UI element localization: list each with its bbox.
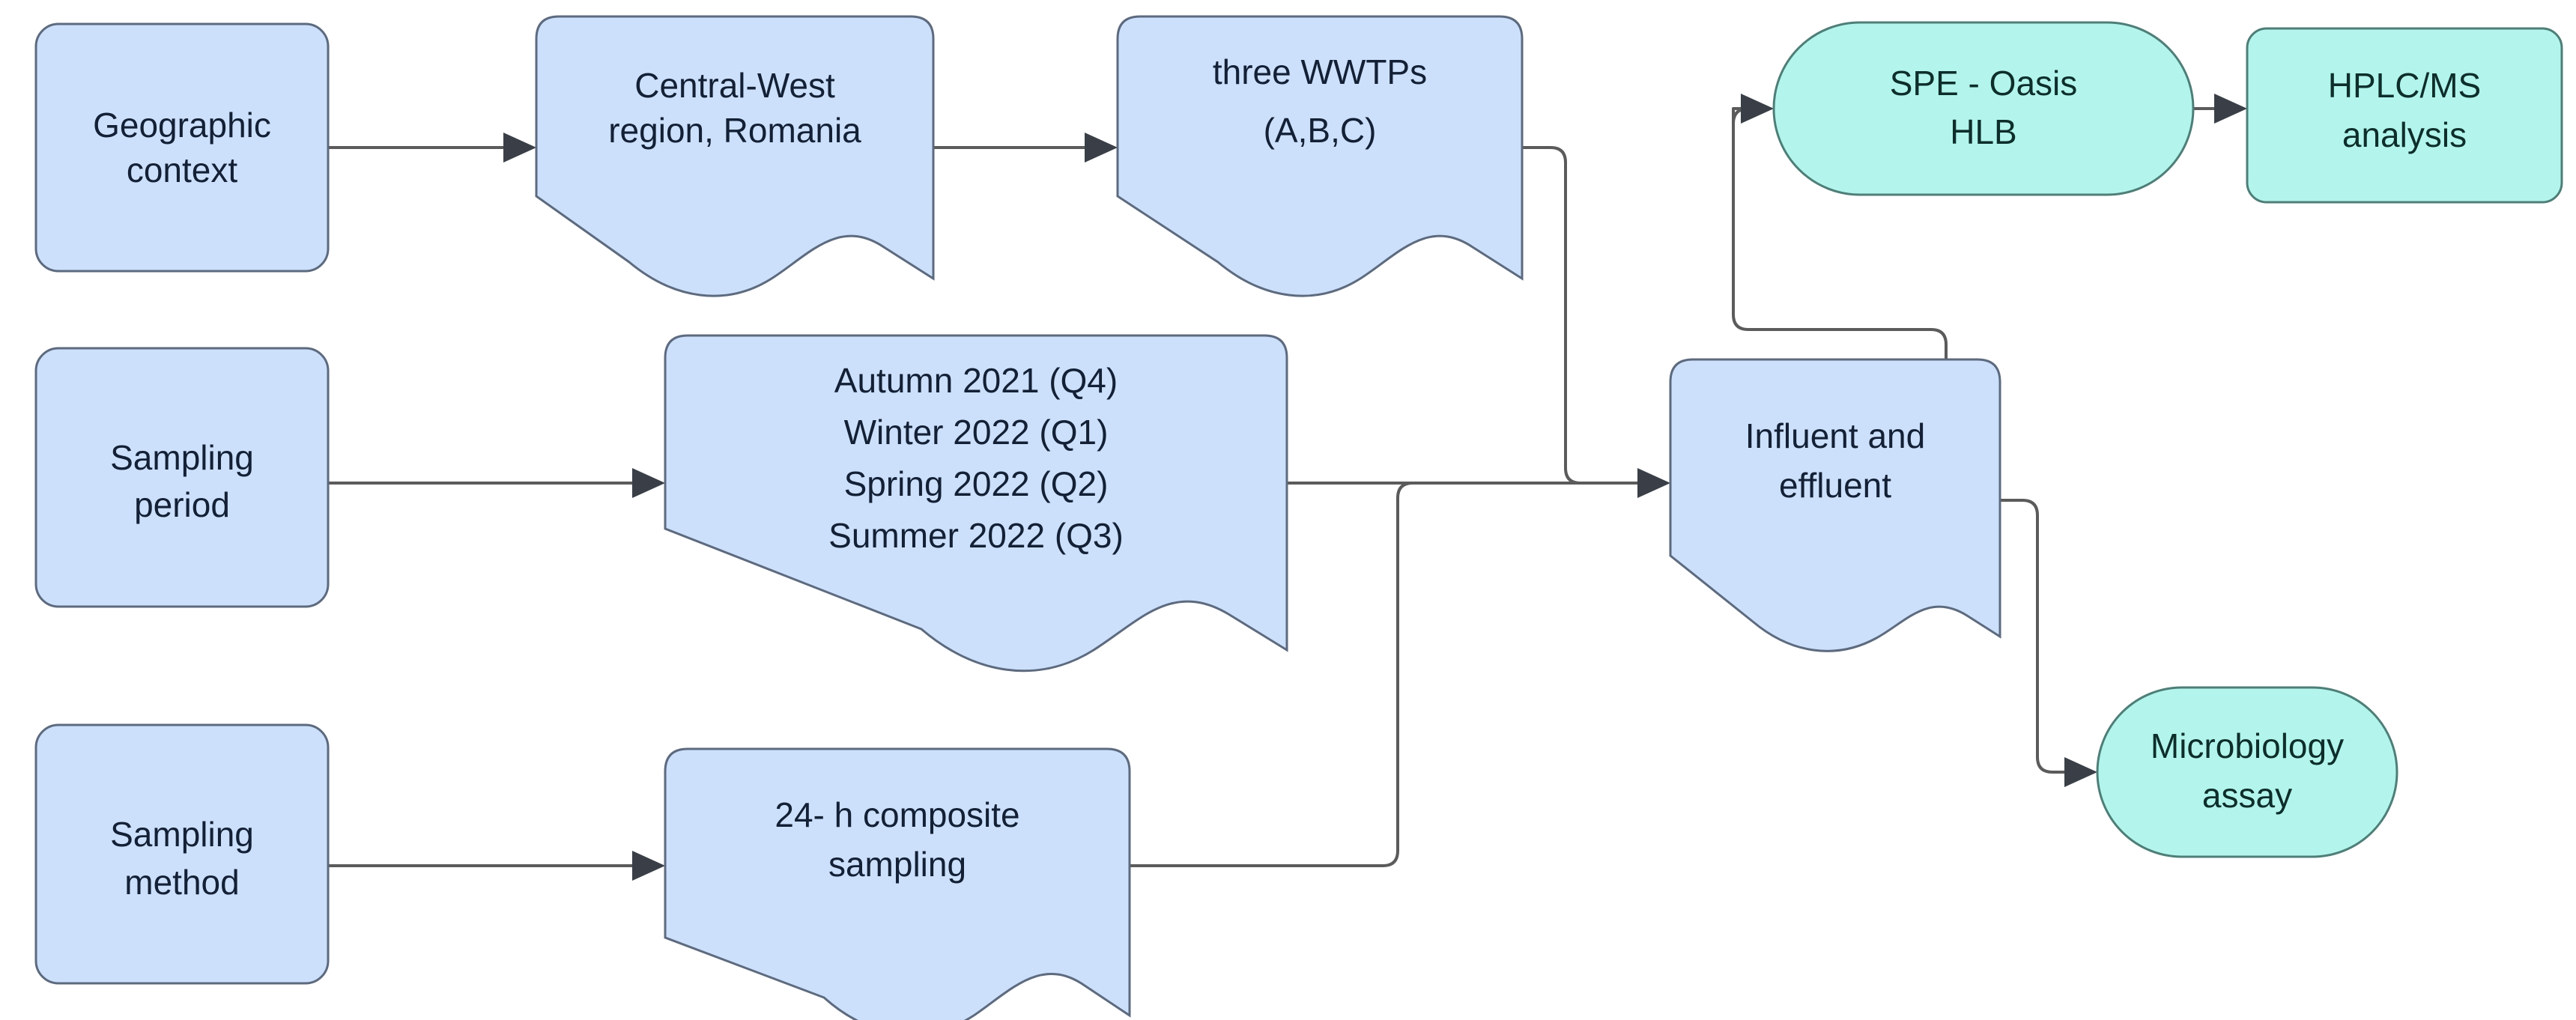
node-label-line: period	[134, 485, 230, 524]
node-label-line: assay	[2202, 776, 2292, 815]
node-label-line: Sampling	[110, 438, 254, 477]
node-label-line: three WWTPs	[1213, 52, 1427, 91]
node-spe-oasis-hlb[interactable]: SPE - Oasis HLB	[1772, 21, 2195, 196]
node-label-line: Microbiology	[2151, 726, 2344, 765]
node-label-line: analysis	[2342, 115, 2467, 154]
edge-influent-to-spe	[1732, 94, 1948, 359]
node-label-line: Influent and	[1745, 416, 1925, 455]
node-label-line: region, Romania	[608, 111, 861, 150]
node-label-line: effluent	[1779, 466, 1891, 505]
node-shape-document	[535, 15, 935, 297]
node-layer: Geographic context Central-West region, …	[34, 15, 2563, 1020]
arrowhead-icon	[632, 851, 665, 881]
arrowhead-icon	[1741, 94, 1774, 124]
edge-layer	[328, 94, 2247, 881]
node-shape-document	[664, 334, 1288, 673]
edge-influent-to-microbiology	[2000, 499, 2097, 787]
node-label-line: Central-West	[634, 66, 835, 105]
node-microbiology-assay[interactable]: Microbiology assay	[2096, 686, 2398, 858]
node-label-line: SPE - Oasis	[1890, 64, 2078, 103]
node-sampling-period[interactable]: Sampling period	[34, 347, 330, 608]
edge-region-to-wwtps	[933, 133, 1118, 163]
node-label-line: sampling	[828, 845, 966, 884]
node-sampling-seasons[interactable]: Autumn 2021 (Q4) Winter 2022 (Q1) Spring…	[664, 334, 1288, 673]
edge-period-to-seasons	[328, 468, 665, 498]
node-label-line: 24- h composite	[775, 795, 1019, 834]
node-central-west-region[interactable]: Central-West region, Romania	[535, 15, 935, 297]
edge-geographic-to-region	[328, 133, 536, 163]
edge-line	[1732, 107, 1948, 359]
node-label-line: HLB	[1950, 112, 2016, 151]
node-shape-rounded-rect	[2246, 27, 2563, 204]
node-hplc-ms-analysis[interactable]: HPLC/MS analysis	[2246, 27, 2563, 204]
arrowhead-icon	[1085, 133, 1118, 163]
node-label-line: Geographic	[93, 106, 271, 145]
node-three-wwtps[interactable]: three WWTPs (A,B,C)	[1116, 15, 1524, 297]
node-shape-stadium	[2096, 686, 2398, 858]
edge-line	[1732, 107, 1741, 124]
node-shape-document	[664, 747, 1131, 1020]
node-label-line: context	[127, 151, 238, 189]
node-influent-effluent[interactable]: Influent and effluent	[1669, 358, 2001, 652]
node-label-line: Summer 2022 (Q3)	[828, 516, 1124, 555]
arrowhead-icon	[2214, 94, 2247, 124]
node-shape-rounded-rect	[34, 347, 330, 608]
node-shape-document	[1669, 358, 2001, 652]
node-shape-rounded-rect	[34, 723, 330, 985]
node-shape-rounded-rect	[34, 22, 330, 273]
node-label-line: (A,B,C)	[1264, 111, 1377, 150]
node-sampling-method[interactable]: Sampling method	[34, 723, 330, 985]
edge-line	[2000, 499, 2064, 774]
node-composite-sampling[interactable]: 24- h composite sampling	[664, 747, 1131, 1020]
node-label-line: Spring 2022 (Q2)	[844, 464, 1109, 503]
edge-method-to-composite	[328, 851, 665, 881]
edge-composite-to-influent	[1130, 482, 1637, 867]
node-label-line: method	[124, 863, 239, 902]
edge-wwtps-to-influent	[1522, 146, 1670, 498]
node-shape-stadium	[1772, 21, 2195, 196]
node-shape-document	[1116, 15, 1524, 297]
node-label-line: HPLC/MS	[2328, 66, 2481, 105]
node-label-line: Sampling	[110, 815, 254, 854]
arrowhead-icon	[2064, 757, 2097, 787]
edge-line	[1130, 482, 1637, 867]
node-label-line: Winter 2022 (Q1)	[844, 413, 1109, 452]
node-label-line: Autumn 2021 (Q4)	[834, 361, 1118, 400]
arrowhead-icon	[503, 133, 536, 163]
node-geographic-context[interactable]: Geographic context	[34, 22, 330, 273]
edge-spe-to-hplc	[2193, 94, 2247, 124]
arrowhead-icon	[632, 468, 665, 498]
edge-line	[1522, 146, 1637, 485]
arrowhead-icon	[1637, 468, 1670, 498]
